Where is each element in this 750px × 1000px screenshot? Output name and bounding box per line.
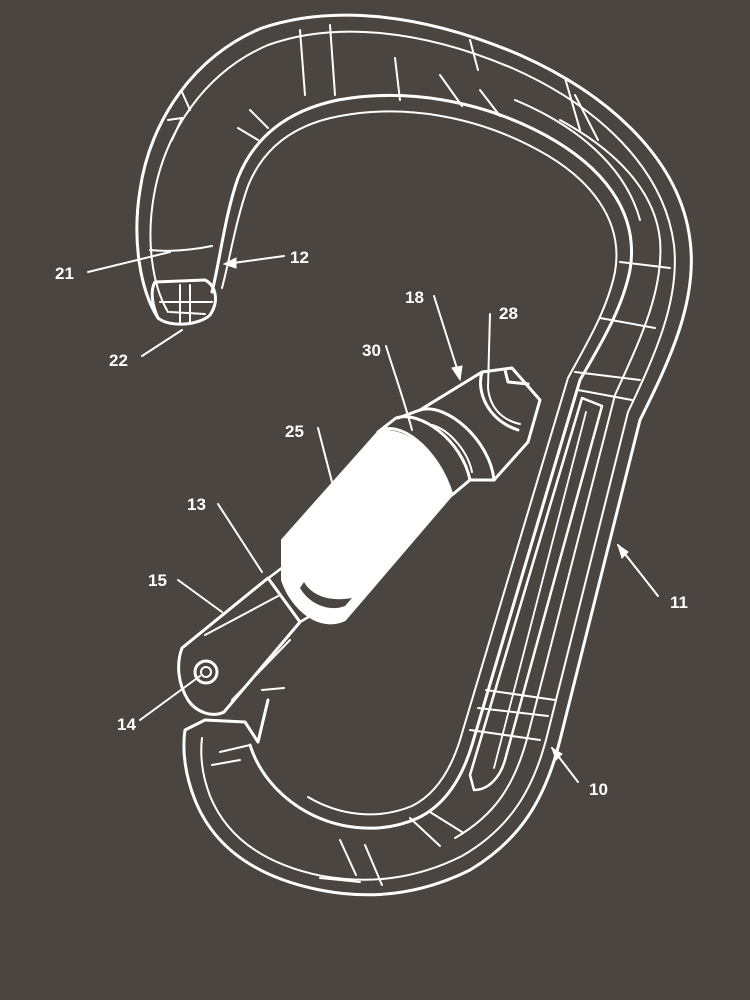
- label-13: 13: [187, 495, 206, 514]
- frame-outer-contour: [135, 13, 693, 897]
- gate-rivet: [193, 659, 219, 685]
- leader-11-arrow: [617, 543, 629, 559]
- leader-28: [487, 313, 491, 389]
- leader-22: [141, 329, 183, 357]
- label-10: 10: [589, 780, 608, 799]
- label-22: 22: [109, 351, 128, 370]
- locking-sleeve: [281, 366, 542, 625]
- frame-inner-edge: [221, 110, 618, 816]
- leader-lines: [87, 251, 659, 783]
- spine-groove-inner: [493, 411, 587, 769]
- leader-10-arrow: [551, 746, 563, 761]
- leader-25: [317, 427, 333, 483]
- carabiner-nose: [149, 91, 217, 326]
- gate-bar-edge: [204, 594, 291, 701]
- label-21: 21: [55, 264, 74, 283]
- frame-inner-contour: [210, 94, 633, 830]
- gate-bar: [177, 576, 302, 716]
- leader-15: [177, 579, 223, 613]
- sleeve-ring: [376, 415, 472, 497]
- label-18: 18: [405, 288, 424, 307]
- leader-13: [217, 503, 263, 573]
- sleeve-tip-inner: [431, 387, 521, 473]
- frame-outer-edge: [149, 30, 676, 881]
- bottom-facets: [211, 744, 463, 886]
- nose-outline: [150, 278, 217, 326]
- leader-18-arrow: [451, 365, 463, 382]
- sleeve-collar: [396, 407, 496, 482]
- gate-rivet-inner: [200, 666, 212, 678]
- arc-facets: [237, 24, 599, 141]
- nose-tip-groove: [159, 284, 213, 325]
- carabiner-frame: [135, 13, 693, 897]
- spine-facets: [469, 261, 671, 741]
- label-12: 12: [290, 248, 309, 267]
- leader-14: [139, 675, 201, 721]
- leader-30: [385, 345, 413, 431]
- label-14: 14: [117, 715, 136, 734]
- leader-12-arrow: [222, 257, 237, 269]
- label-25: 25: [285, 422, 304, 441]
- sleeve-tip: [418, 366, 542, 482]
- leader-21: [87, 251, 171, 273]
- spine-groove: [468, 396, 604, 792]
- frame-rail-line: [454, 119, 662, 839]
- frame-rail-line-2: [514, 99, 641, 221]
- label-15: 15: [148, 571, 167, 590]
- label-11: 11: [670, 593, 688, 612]
- label-30: 30: [362, 341, 381, 360]
- label-28: 28: [499, 304, 518, 323]
- leader-18: [433, 295, 461, 379]
- sleeve-shadow: [300, 582, 352, 609]
- nose-facet: [149, 91, 213, 252]
